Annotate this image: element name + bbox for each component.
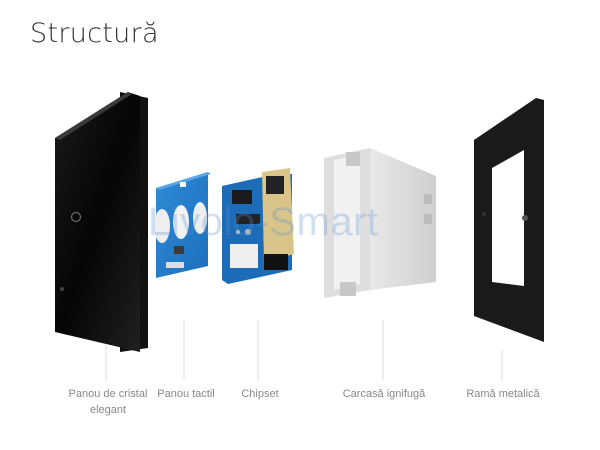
label-metal-frame: Ramă metalică [466, 388, 540, 400]
metal-frame-graphic [474, 98, 544, 342]
crystal-panel-graphic [55, 92, 148, 352]
label-crystal-panel-line1: Panou de cristal [68, 388, 148, 400]
leader-lines [105, 320, 503, 380]
chipset-graphic [222, 168, 294, 284]
label-touch-panel: Panou tactil [157, 388, 215, 400]
label-chipset: Chipset [241, 388, 279, 400]
housing-graphic [324, 148, 436, 298]
label-housing: Carcasă ignifugă [342, 388, 426, 400]
label-crystal-panel: Panou de cristal elegant [52, 386, 164, 418]
page-title: Structură [30, 18, 159, 49]
touch-panel-graphic [154, 172, 211, 278]
label-crystal-panel-line2: elegant [89, 404, 127, 416]
watermark-text: Livolo-Smart [148, 200, 379, 244]
